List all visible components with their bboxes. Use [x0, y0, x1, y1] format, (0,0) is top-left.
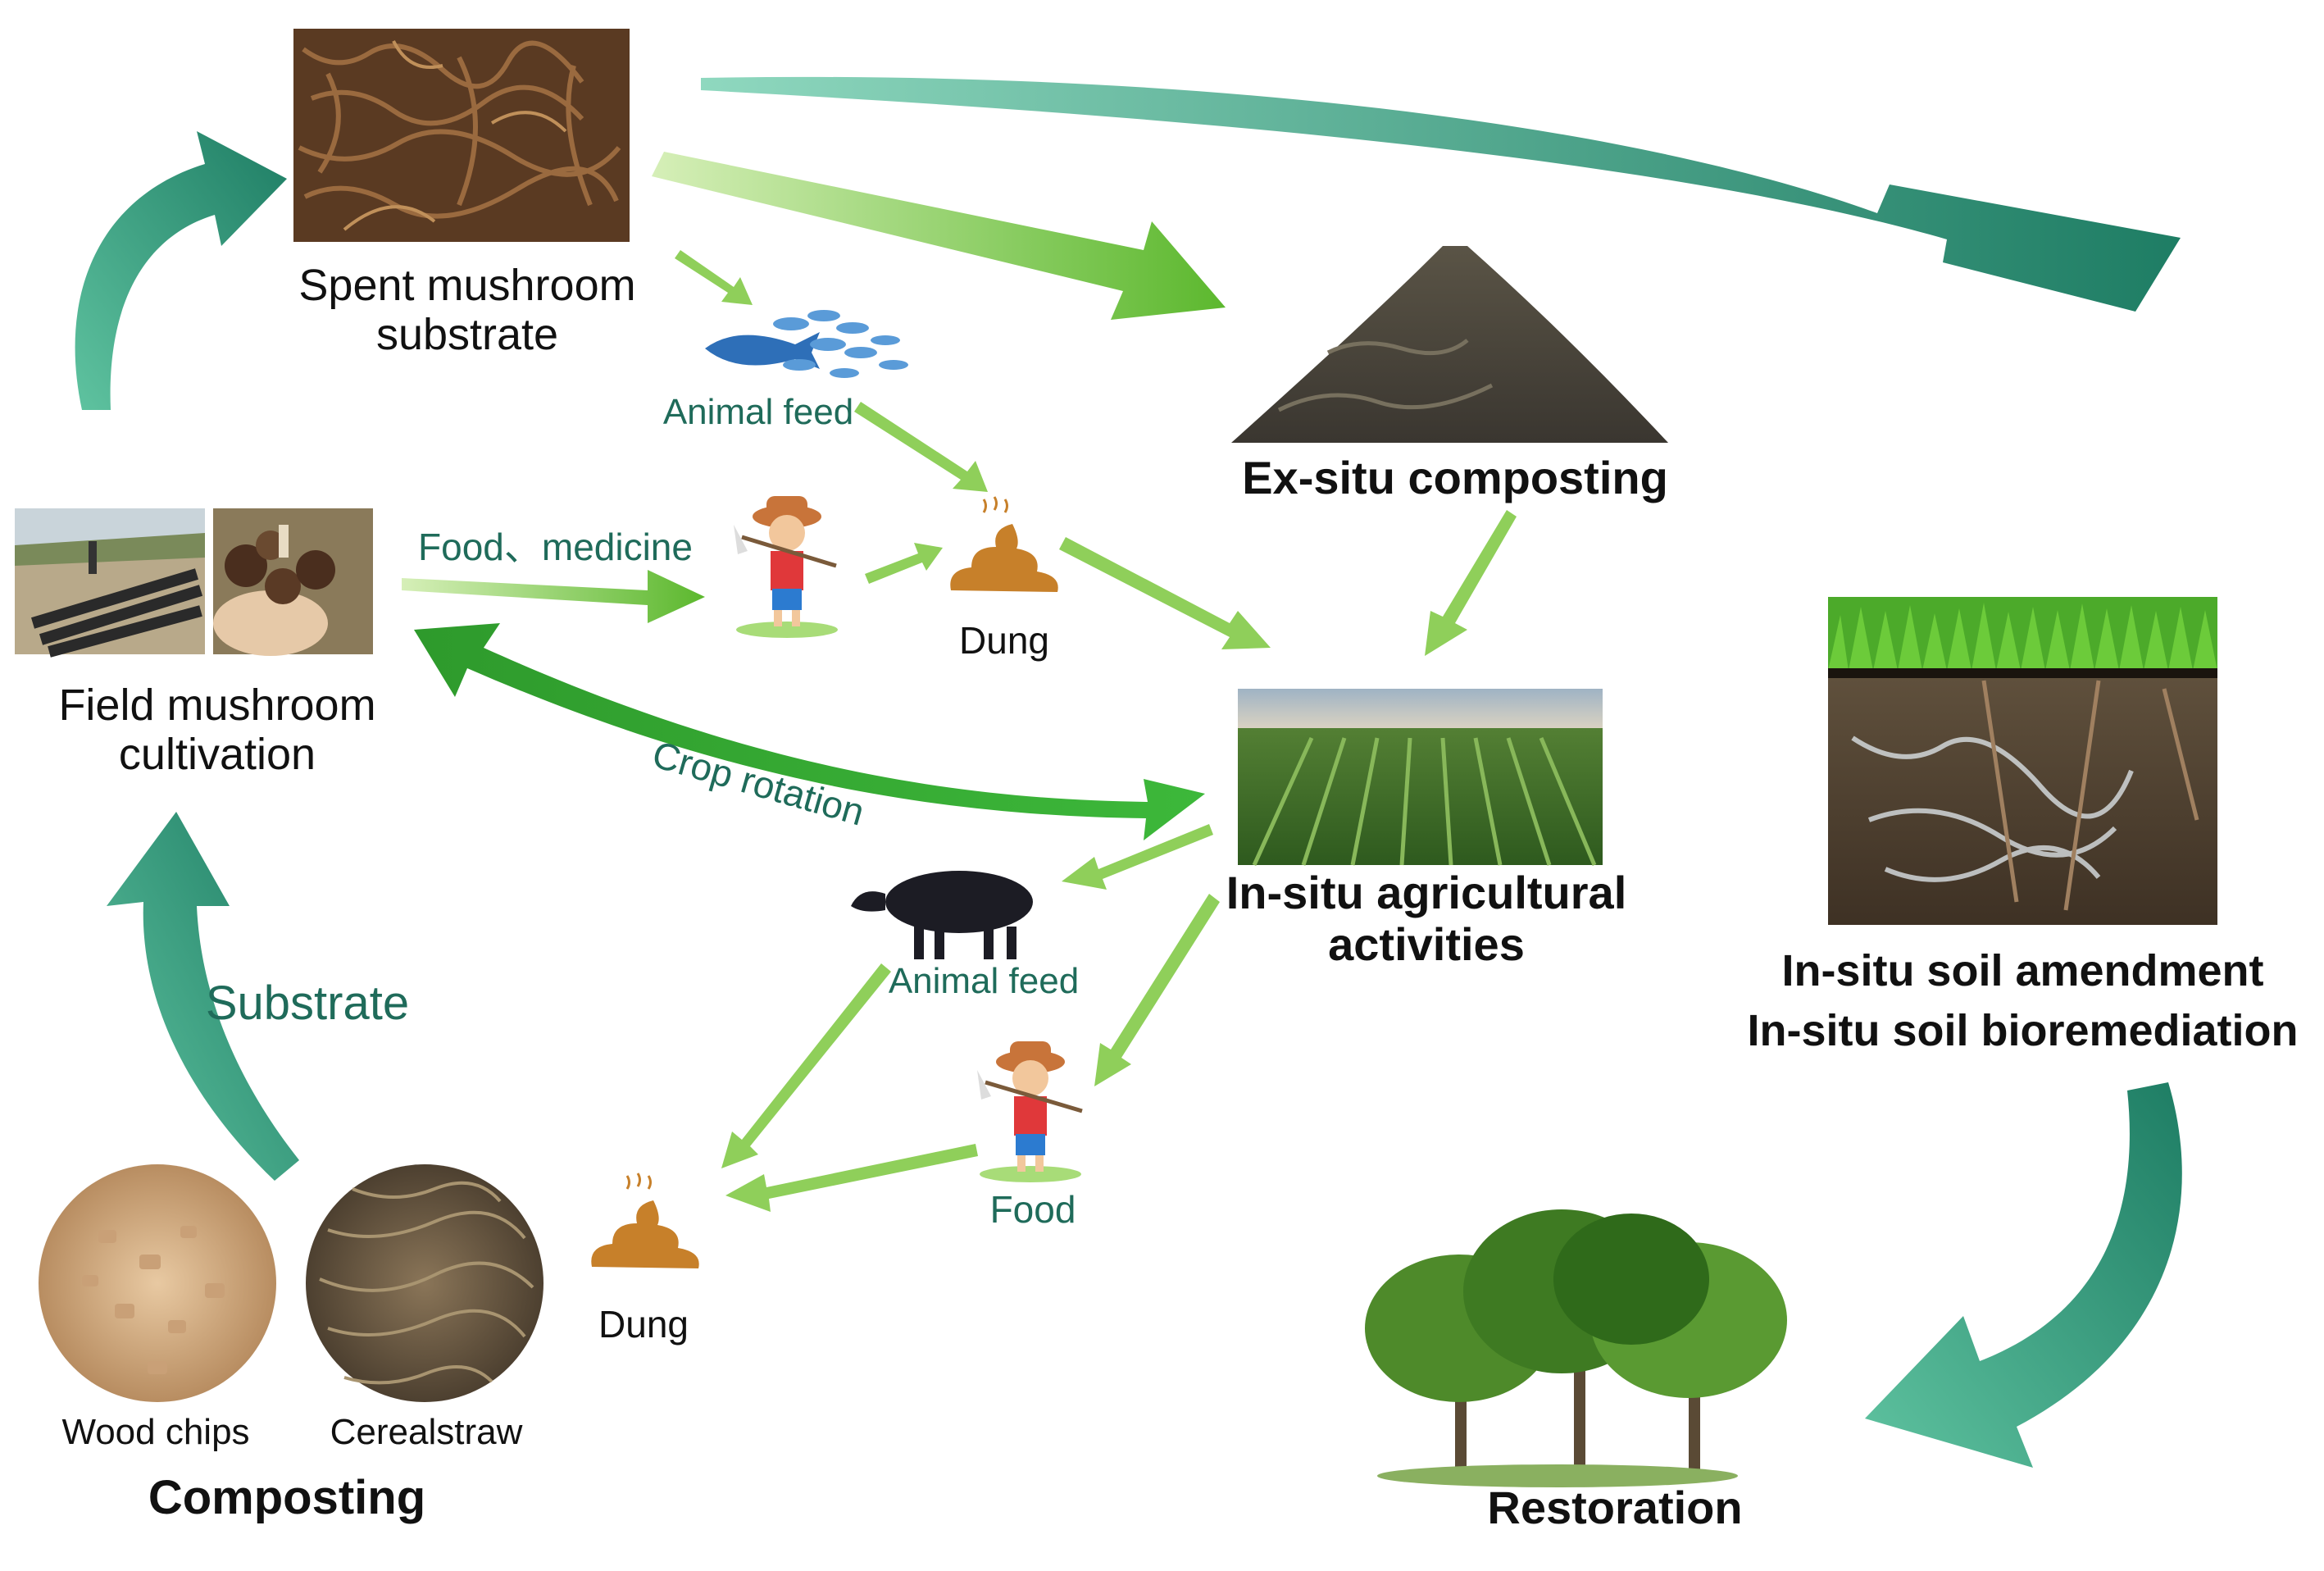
farmer-icon — [734, 496, 838, 638]
fish-icon — [705, 310, 908, 378]
arrow-cultivation-to-farmer — [402, 570, 705, 623]
in-situ-soil-label-line1: In-situ soil amendment — [1781, 946, 2264, 995]
ex-situ-label: Ex-situ composting — [1242, 452, 1668, 503]
arrow-dung-to-insitu — [1059, 537, 1271, 649]
arrow-insitu-to-pig — [1062, 824, 1213, 890]
in-situ-ag-label-line1: In-situ agricultural — [1226, 867, 1627, 918]
arrow-farmer-to-dung-bottom — [725, 1144, 978, 1212]
field-mushroom-photos — [15, 508, 373, 658]
field-cultivation-label-line1: Field mushroom — [58, 681, 376, 730]
arrow-substrate-to-exsitu — [652, 152, 1226, 320]
spent-substrate-label-line1: Spent mushroom — [298, 261, 636, 310]
arrow-substrate-to-soil — [701, 76, 2181, 312]
cereal-straw-photo — [306, 1164, 543, 1402]
spent-substrate-label-line2: substrate — [375, 310, 559, 360]
substrate-label: Substrate — [205, 977, 410, 1030]
arrow-composting-to-cultivation — [107, 812, 299, 1181]
arrow-cultivation-to-substrate — [75, 131, 287, 410]
wood-chips-label: Wood chips — [61, 1412, 250, 1452]
arrow-pig-to-dung — [721, 963, 891, 1168]
arrow-soil-to-restoration — [1865, 1082, 2182, 1468]
dung-icon-bottom — [591, 1173, 699, 1268]
pig-icon — [851, 871, 1033, 959]
composting-label: Composting — [148, 1471, 426, 1524]
arrow-exsitu-to-insitu — [1425, 510, 1517, 656]
field-cultivation-label-line2: cultivation — [118, 730, 316, 780]
animal-feed-bottom-label: Animal feed — [888, 961, 1080, 1001]
spent-substrate-label: Spent mushroom substrate — [291, 261, 644, 360]
food-medicine-label: Food、medicine — [418, 526, 693, 568]
arrow-substrate-to-fish — [675, 250, 753, 305]
field-cultivation-label: Field mushroom cultivation — [45, 681, 389, 780]
restoration-label: Restoration — [1487, 1482, 1743, 1533]
arrow-insitu-to-farmer — [1094, 894, 1220, 1086]
crop-field-photo — [1238, 689, 1603, 867]
animal-feed-top-label: Animal feed — [662, 392, 854, 432]
dung-top-label: Dung — [959, 619, 1049, 662]
in-situ-soil-label: In-situ soil amendment In-situ soil bior… — [1730, 941, 2316, 1061]
soil-cross-section-photo — [1828, 597, 2217, 925]
farmer-icon-bottom — [977, 1041, 1083, 1182]
dung-icon — [950, 496, 1058, 592]
spent-substrate-photo — [293, 29, 630, 242]
in-situ-ag-label-line2: activities — [1328, 918, 1525, 970]
cereal-straw-label: Cerealstraw — [330, 1412, 523, 1452]
compost-pile — [1231, 246, 1668, 443]
wood-chips-photo — [39, 1164, 276, 1402]
trees-icon — [1365, 1209, 1787, 1487]
in-situ-soil-label-line2: In-situ soil bioremediation — [1747, 1005, 2299, 1055]
arrow-fish-to-dung — [854, 402, 988, 492]
dung-bottom-label: Dung — [598, 1303, 689, 1346]
food-bottom-label: Food — [989, 1188, 1076, 1231]
in-situ-ag-label: In-situ agricultural activities — [1197, 867, 1656, 970]
arrow-farmer-to-dung — [865, 543, 943, 584]
